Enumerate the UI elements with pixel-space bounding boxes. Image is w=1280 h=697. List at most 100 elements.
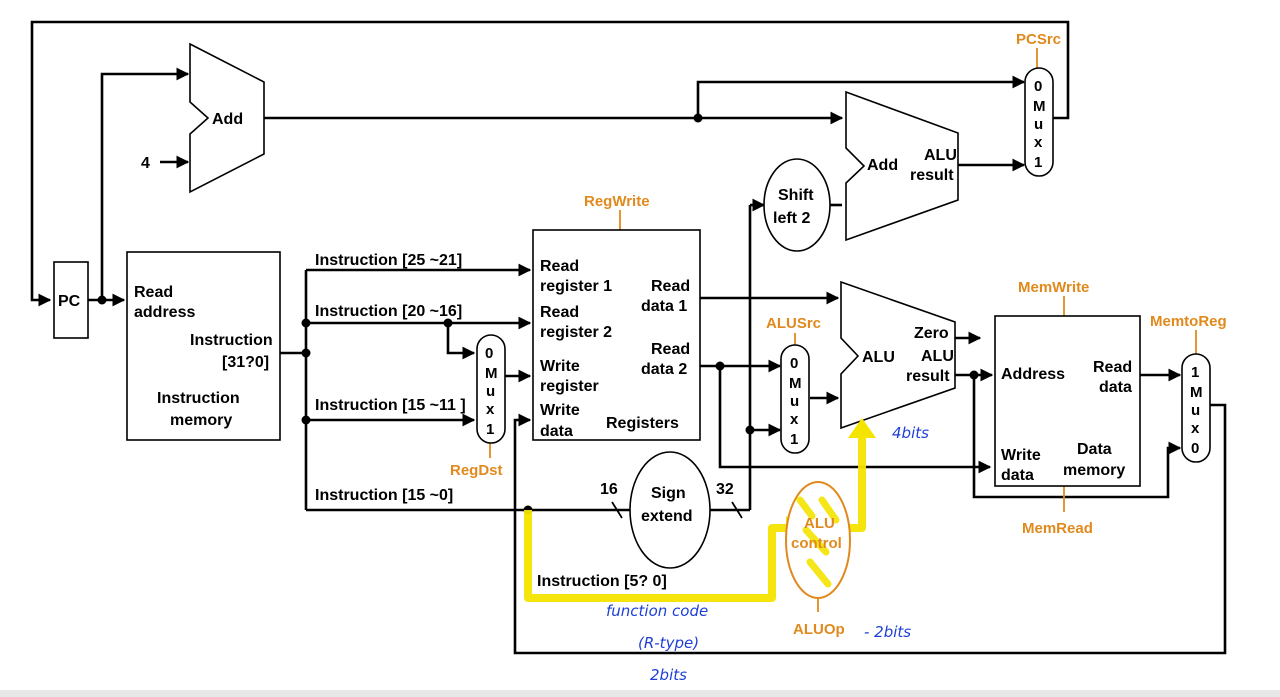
control-signals: PCSrc RegWrite RegDst ALUSrc MemWrite Me… — [450, 31, 1227, 638]
svg-text:register 1: register 1 — [540, 278, 612, 295]
imem-read-label: Read — [134, 284, 173, 301]
svg-text:ALU: ALU — [804, 515, 835, 532]
svg-text:0: 0 — [485, 345, 493, 362]
note-alu-bits: 4bits — [892, 424, 929, 442]
svg-text:extend: extend — [641, 508, 693, 525]
svg-text:left 2: left 2 — [773, 210, 810, 227]
svg-text:Write: Write — [540, 402, 580, 419]
svg-text:ALU: ALU — [862, 349, 895, 366]
regdst-mux: 0 M u x 1 — [476, 334, 506, 444]
field-15-0: Instruction [15 ~0] — [315, 487, 453, 504]
svg-text:M: M — [789, 375, 802, 392]
wires — [30, 20, 1227, 655]
constant-four: 4 — [141, 155, 150, 172]
sign-in-width: 16 — [600, 481, 618, 498]
field-25-21: Instruction [25 ~21] — [315, 252, 462, 269]
pc-register: PC — [53, 261, 89, 339]
svg-text:Read: Read — [651, 278, 690, 295]
svg-text:ALU: ALU — [924, 147, 957, 164]
alusrc-label: ALUSrc — [766, 315, 821, 332]
svg-text:data: data — [540, 423, 573, 440]
register-file: Read register 1 Read register 2 Write re… — [532, 229, 701, 441]
svg-text:ALU: ALU — [921, 348, 954, 365]
instruction-memory: Read address Instruction [31?0] Instruct… — [126, 251, 281, 441]
memwrite-label: MemWrite — [1018, 279, 1089, 296]
svg-text:Write: Write — [540, 358, 580, 375]
memtoreg-label: MemtoReg — [1150, 313, 1227, 330]
field-20-16: Instruction [20 ~16] — [315, 303, 462, 320]
field-5-0: Instruction [5? 0] — [537, 573, 667, 590]
svg-text:0: 0 — [790, 355, 798, 372]
note-function-code: function code — [606, 602, 708, 620]
svg-text:x: x — [790, 411, 799, 428]
bottom-strip — [0, 690, 1280, 697]
svg-text:u: u — [790, 393, 799, 410]
svg-text:data: data — [1099, 379, 1132, 396]
pc-adder: Add — [189, 42, 265, 194]
svg-text:data 2: data 2 — [641, 361, 687, 378]
svg-text:Address: Address — [1001, 366, 1065, 383]
memread-label: MemRead — [1022, 520, 1093, 537]
svg-text:x: x — [1034, 134, 1043, 151]
svg-text:register: register — [540, 378, 599, 395]
pc-adder-label: Add — [212, 111, 243, 128]
svg-text:x: x — [1191, 420, 1200, 437]
svg-text:Read: Read — [1093, 359, 1132, 376]
sign-extend: Sign extend — [629, 451, 711, 569]
svg-text:u: u — [1191, 402, 1200, 419]
svg-text:1: 1 — [790, 431, 798, 448]
alu-control: ALU control — [785, 481, 851, 599]
regdst-label: RegDst — [450, 462, 503, 479]
svg-text:x: x — [486, 401, 495, 418]
handwritten-notes: function code (R-type) 2bits - 2bits 4bi… — [606, 424, 929, 684]
imem-instruction-label: Instruction — [190, 332, 273, 349]
control-lines — [489, 48, 1197, 612]
regwrite-label: RegWrite — [584, 193, 650, 210]
note-r-type: (R-type) — [638, 634, 699, 652]
svg-text:M: M — [485, 365, 498, 382]
svg-text:1: 1 — [1191, 364, 1199, 381]
pc-label: PC — [58, 293, 81, 310]
svg-text:control: control — [791, 535, 842, 552]
data-memory: Address Read data Write data Data memory — [994, 315, 1141, 487]
svg-text:Read: Read — [651, 341, 690, 358]
branch-adder: Add ALU result — [845, 90, 959, 242]
svg-text:1: 1 — [486, 421, 494, 438]
svg-text:data: data — [1001, 467, 1034, 484]
pcsrc-label: PCSrc — [1016, 31, 1061, 48]
field-15-11: Instruction [15 ~1 — [315, 397, 448, 414]
svg-text:Sign: Sign — [651, 485, 686, 502]
shift-left-2: Shift left 2 — [763, 158, 831, 252]
svg-text:0: 0 — [1191, 440, 1199, 457]
svg-text:1: 1 — [1034, 154, 1042, 171]
svg-text:data 1: data 1 — [641, 298, 687, 315]
note-2bits-func: 2bits — [650, 666, 687, 684]
svg-text:Write: Write — [1001, 447, 1041, 464]
svg-text:u: u — [486, 383, 495, 400]
svg-text:Read: Read — [540, 258, 579, 275]
svg-text:u: u — [1034, 116, 1043, 133]
svg-text:Zero: Zero — [914, 325, 949, 342]
alusrc-mux: 0 M u x 1 — [780, 344, 810, 454]
memtoreg-mux: 1 M u x 0 — [1181, 353, 1211, 463]
svg-text:Data: Data — [1077, 441, 1112, 458]
imem-title-1: Instruction — [157, 390, 240, 407]
sign-out-width: 32 — [716, 481, 734, 498]
instruction-fields: Instruction [25 ~21] Instruction [20 ~16… — [315, 252, 667, 590]
note-aluop-bits: - 2bits — [864, 623, 911, 641]
imem-address-label: address — [134, 304, 195, 321]
svg-text:Read: Read — [540, 304, 579, 321]
svg-text:Registers: Registers — [606, 415, 679, 432]
svg-text:result: result — [910, 167, 954, 184]
svg-text:Add: Add — [867, 157, 898, 174]
pcsrc-mux: 0 M u x 1 — [1024, 67, 1054, 177]
svg-text:memory: memory — [1063, 462, 1125, 479]
svg-text:M: M — [1033, 98, 1046, 115]
imem-title-2: memory — [170, 412, 232, 429]
svg-text:0: 0 — [1034, 78, 1042, 95]
aluop-label: ALUOp — [793, 621, 845, 638]
svg-text:M: M — [1190, 384, 1203, 401]
svg-text:Shift: Shift — [778, 187, 814, 204]
svg-text:register 2: register 2 — [540, 324, 612, 341]
